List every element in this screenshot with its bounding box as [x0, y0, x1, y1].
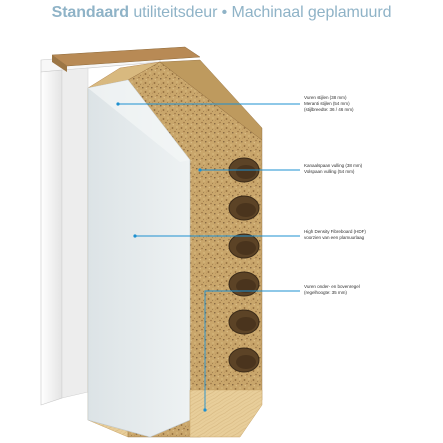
- leader-dot-hdf: [133, 234, 137, 238]
- annotation-filling-line-1: Kanaalspaan vulling (38 mm): [304, 163, 363, 168]
- annotation-hdf-line-1: High Density Fibreboard (HDF): [304, 229, 366, 234]
- leader-line-rails: [204, 290, 300, 410]
- annotation-hdf-line-2: voorzien van een plamuurlaag: [304, 235, 365, 240]
- title-bold: Standaard: [51, 4, 129, 21]
- title-light: utiliteitsdeur • Machinaal geplamuurd: [133, 4, 392, 21]
- annotation-filling-line-2: Volspaan vulling (54 mm): [304, 169, 355, 174]
- annotation-rails: Vuren onder- en bovenregel (regelhoogte:…: [304, 284, 360, 296]
- annotation-rails-line-1: Vuren onder- en bovenregel: [304, 284, 360, 289]
- annotation-rails-line-2: (regelhoogte: 35 mm): [304, 290, 347, 295]
- leader-lines: [116, 102, 300, 412]
- bottom-rail: [189, 389, 263, 438]
- annotation-stiles-line-3: (stijlbreedte: 36 / 46 mm): [304, 107, 354, 112]
- annotation-filling: Kanaalspaan vulling (38 mm) Volspaan vul…: [304, 163, 362, 175]
- leader-dot-rails: [203, 408, 207, 412]
- diagram-title: Standaard utiliteitsdeur • Machinaal gep…: [0, 4, 443, 22]
- leader-dot-stiles: [116, 102, 120, 106]
- leader-dot-filling: [198, 168, 202, 172]
- annotation-stiles: Vuren stijlen (38 mm) Meranti stijlen (5…: [304, 95, 354, 113]
- annotation-hdf: High Density Fibreboard (HDF) voorzien v…: [304, 229, 366, 241]
- hdf-face-panel: [87, 79, 191, 438]
- core-channels: [228, 157, 260, 373]
- door-frame: [40, 46, 201, 406]
- annotation-stiles-line-1: Vuren stijlen (38 mm): [304, 95, 347, 100]
- annotation-stiles-line-2: Meranti stijlen (54 mm): [304, 101, 350, 106]
